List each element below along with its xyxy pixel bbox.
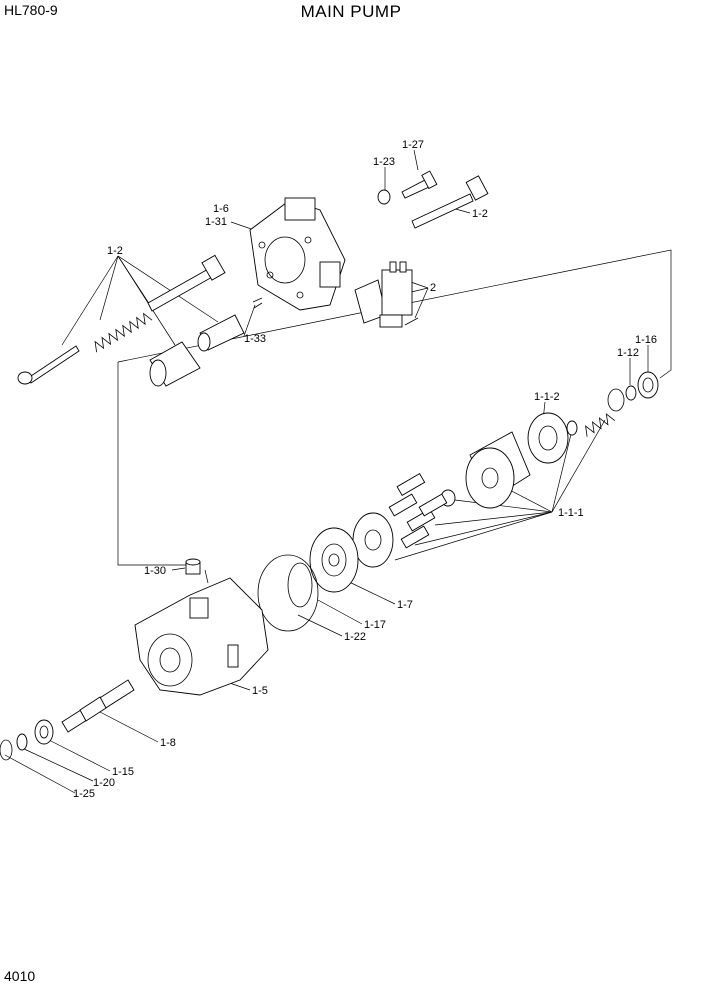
- callout-1-33: 1-33: [244, 333, 266, 345]
- page-title: MAIN PUMP: [300, 2, 402, 21]
- callout-1-22: 1-22: [344, 631, 366, 643]
- callout-1-16: 1-16: [635, 334, 657, 346]
- callout-1-2-left: 1-2: [107, 245, 123, 257]
- callout-1-5: 1-5: [252, 685, 268, 697]
- pin-1-31: [252, 297, 263, 303]
- o-ring-1-22: [257, 554, 319, 632]
- callout-1-30: 1-30: [144, 565, 166, 577]
- callout-1-1-1: 1-1-1: [558, 507, 584, 519]
- ring-1-17: [287, 562, 313, 608]
- regulator-valve-2: [354, 261, 419, 328]
- long-bolt-1-2-top: [411, 175, 489, 229]
- callout-1-8: 1-8: [160, 737, 176, 749]
- pump-casing-1-5: [134, 577, 269, 696]
- piston-sleeve: [149, 341, 201, 387]
- valve-plate-1-1-2: [527, 412, 569, 464]
- cylinder-spring: [585, 413, 616, 437]
- callout-1-15: 1-15: [112, 766, 134, 778]
- bearing-1-16: [637, 371, 659, 399]
- washer-1-23: [377, 189, 391, 205]
- page-number: 4010: [4, 968, 36, 984]
- callout-1-17: 1-17: [364, 619, 386, 631]
- bearing-1-15: [34, 719, 54, 745]
- callout-1-7: 1-7: [397, 599, 413, 611]
- callout-1-25: 1-25: [73, 788, 95, 800]
- swash-plate-1-7: [309, 527, 359, 593]
- callout-1-27: 1-27: [402, 139, 424, 151]
- callout-1-1-2: 1-1-2: [534, 391, 560, 403]
- plug-1-30: [185, 558, 201, 575]
- callout-1-6: 1-6: [213, 203, 229, 215]
- o-ring: [607, 388, 625, 412]
- piston-pin: [197, 314, 245, 352]
- ring-1-12: [625, 385, 637, 401]
- callout-1-23: 1-23: [373, 156, 395, 168]
- callout-1-31: 1-31: [205, 216, 227, 228]
- rod-left: [17, 345, 80, 385]
- piston-group: [388, 473, 448, 549]
- callout-2: 2: [430, 282, 436, 294]
- spring: [94, 312, 153, 353]
- pin-1-33: [253, 302, 263, 309]
- cylinder-block: [465, 431, 531, 509]
- spring-guide-rod: [147, 254, 226, 312]
- snap-ring-1-25: [0, 739, 13, 761]
- ring-small: [566, 420, 578, 436]
- retainer-plate: [352, 512, 394, 568]
- pump-cover-1-6: [249, 197, 346, 311]
- callout-1-20: 1-20: [93, 777, 115, 789]
- model-code: HL780-9: [4, 2, 58, 18]
- callout-1-12: 1-12: [617, 347, 639, 359]
- drive-shaft-1-8: [61, 679, 135, 733]
- callout-labels: 1-27 1-23 1-6 1-31 1-2 1-2 2 1-33 1-16 1…: [73, 139, 657, 800]
- ring-1-20: [16, 733, 28, 751]
- callout-1-2-top: 1-2: [472, 208, 488, 220]
- bolt-1-27: [401, 170, 438, 199]
